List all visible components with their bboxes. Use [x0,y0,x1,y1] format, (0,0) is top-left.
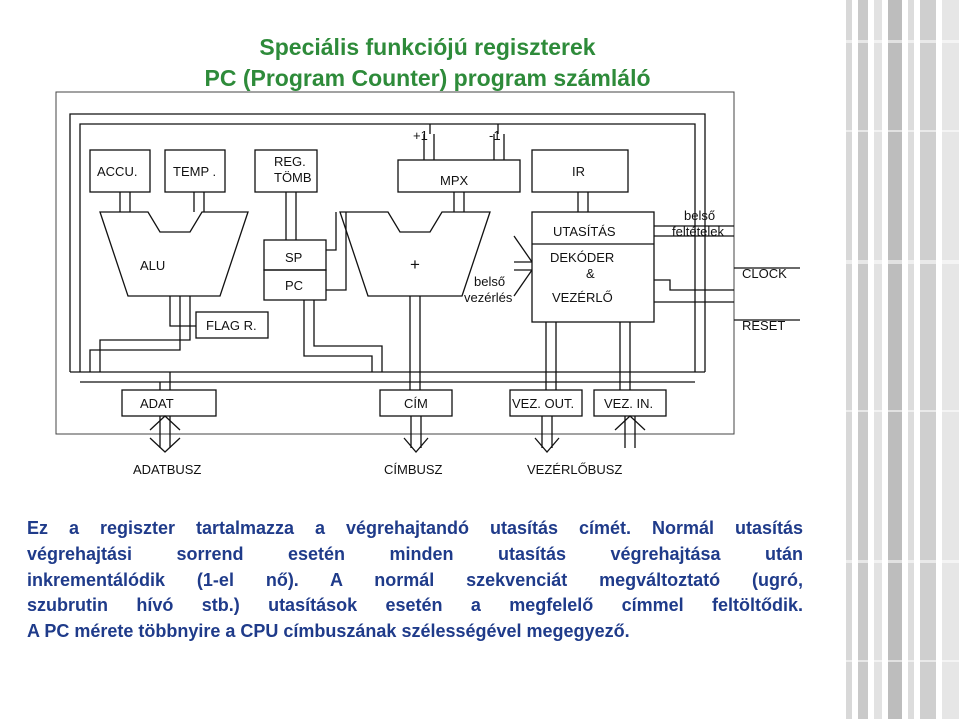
flag-label: FLAG R. [206,318,257,333]
temp-box [164,149,226,193]
dekoder-label: DEKÓDER [550,250,614,265]
amp-label: & [586,266,595,281]
plus-one-label: +1 [413,128,428,143]
belso-feltetelek-line2: feltételek [672,224,725,239]
ir-label: IR [572,164,585,179]
decoder-box [531,211,655,323]
alu-label: ALU [140,258,165,273]
adat-label: ADAT [140,396,174,411]
cimbusz-label: CÍMBUSZ [384,462,443,477]
reset-label: RESET [742,318,785,333]
plus-label: + [410,255,420,274]
paragraph-line-4: szubrutin hívó stb.) utasítások esetén a… [27,595,803,616]
vezerlobusz-label: VEZÉRLŐBUSZ [527,462,622,477]
paragraph-line-5: A PC mérete többnyire a CPU címbuszának … [27,621,630,642]
slide-title-line1: Speciális funkciójú regiszterek [259,34,596,60]
paragraph-line-1: Ez a regiszter tartalmazza a végrehajtan… [27,518,803,538]
vez-out-label: VEZ. OUT. [512,396,574,411]
pc-label: PC [285,278,303,293]
decorative-edge-panel [840,0,959,719]
diagram-frame [55,91,735,435]
clock-label: CLOCK [742,266,787,281]
adat-box [121,389,217,417]
description-paragraph: Ez a regiszter tartalmazza a végrehajtan… [27,516,803,645]
mpx-box [397,159,521,193]
mpx-label: MPX [440,173,469,188]
pc-box [263,269,327,301]
adder-shape [339,211,491,297]
flag-box [195,311,269,339]
belso-vezerles-line1: belső [474,274,505,289]
cim-box [379,389,453,417]
paragraph-line-3: inkrementálódik (1-el nő). A normál szek… [27,569,803,590]
ir-box [531,149,629,193]
vez-in-label: VEZ. IN. [604,396,653,411]
vezerlo-label: VEZÉRLŐ [552,290,613,305]
cim-label: CÍM [404,396,428,411]
utasitas-label: UTASÍTÁS [553,224,616,239]
minus-one-label: -1 [489,128,501,143]
alu-shape [99,211,249,297]
reg-label-line2: TÖMB [274,170,312,185]
reg-label-line1: REG. [274,154,306,169]
temp-label: TEMP . [173,164,216,179]
adatbusz-label: ADATBUSZ [133,462,201,477]
accu-label: ACCU. [97,164,137,179]
paragraph-line-2: végrehajtási sorrend esetén minden utasí… [27,543,803,564]
bus-arrows [149,415,646,453]
belso-vezerles-line2: vezérlés [464,290,513,305]
belso-feltetelek-line1: belső [684,208,715,223]
sp-label: SP [285,250,302,265]
slide-title-line2: PC (Program Counter) program számláló [204,65,651,91]
